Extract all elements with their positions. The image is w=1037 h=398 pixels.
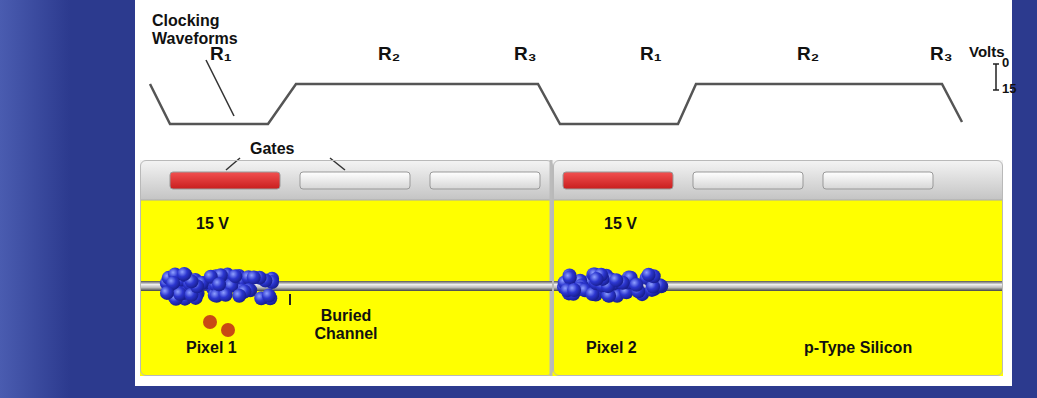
phase-label: R₁ [640,44,662,65]
electron [247,270,261,284]
region-label: Pixel 2 [586,339,637,357]
leader-line [206,60,234,116]
electron [228,269,242,283]
hole [221,323,235,337]
electron [609,273,623,287]
figure-ground [135,0,1012,386]
phase-label: R₃ [514,44,537,65]
scale-value: 15 [1002,82,1016,96]
phase-label: R₂ [797,44,819,65]
phase-label: R₁ [210,44,232,65]
volt-scale [993,64,999,90]
electron [232,289,246,303]
voltage-label: 15 V [196,215,229,233]
region-label: p-Type Silicon [804,339,912,357]
hole [203,315,217,329]
pixel-panel-1 [140,160,553,376]
scale-value: 0 [1002,56,1009,70]
electron [177,267,191,281]
leader-line [289,294,291,305]
pixel-panel: 15 V Pixel 1 Buried Channel [140,160,553,376]
electron [262,289,276,303]
electron-clusters [160,267,668,306]
electron [642,268,656,282]
electron [590,272,604,286]
electron [563,271,577,285]
clock-waveform [150,84,962,124]
electron [212,277,226,291]
axis-label: Volts [969,44,1005,61]
voltage-label: 15 V [604,215,637,233]
part-name: Gates [250,140,294,158]
electron [629,278,643,292]
region-label: Pixel 1 [186,339,237,357]
electron [160,286,174,300]
electron [567,283,581,297]
phase-label: R₃ [930,44,953,65]
phase-label: R₂ [378,44,400,65]
slide-edge [0,0,70,398]
figure-title: Clocking Waveforms [152,12,242,47]
region-label: Buried Channel [291,307,401,344]
pixel-panel: 15 V Pixel 2 p-Type Silicon [553,160,1003,376]
pixel-panel-2 [553,160,1003,376]
